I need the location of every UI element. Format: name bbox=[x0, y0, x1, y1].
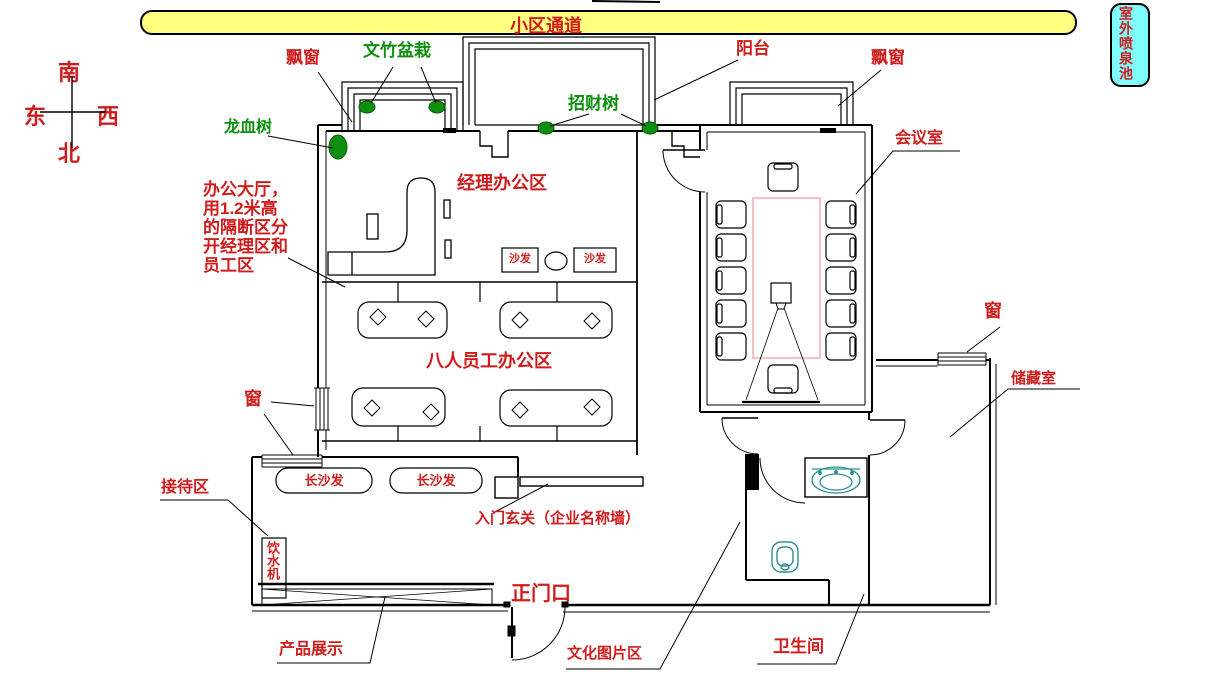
main-door-label: 正门口 bbox=[511, 583, 571, 605]
dragon-blood-tree-plant bbox=[328, 134, 348, 160]
compass-west: 西 bbox=[97, 104, 120, 129]
compass-north: 北 bbox=[58, 141, 81, 166]
hall-note: 办公大厅， 用1.2米高 的隔断区分 开经理区和 员工区 bbox=[203, 180, 288, 275]
window-right-label: 窗 bbox=[984, 301, 1002, 321]
plants bbox=[328, 100, 659, 160]
conference-chairs bbox=[715, 162, 857, 394]
compass-east: 东 bbox=[24, 104, 47, 129]
dragon-blood-tree-label: 龙血树 bbox=[224, 119, 273, 136]
top-edge-mark bbox=[591, 0, 661, 3]
money-tree-plant-2 bbox=[641, 121, 659, 135]
display-cabinet bbox=[258, 582, 494, 606]
bay-window-right bbox=[729, 81, 854, 125]
staff-office-label: 八人员工办公区 bbox=[426, 351, 552, 371]
long-sofa-1-label: 长沙发 bbox=[304, 472, 344, 488]
window-left-label: 窗 bbox=[244, 389, 262, 409]
staff-desk-clusters bbox=[351, 301, 613, 427]
window-hatches bbox=[261, 352, 987, 468]
reception-furniture bbox=[261, 467, 483, 599]
long-sofa-2-label: 长沙发 bbox=[416, 472, 456, 488]
fern-plant-1 bbox=[358, 100, 376, 114]
entrance-hall-label: 入门玄关（企业名称墙） bbox=[475, 510, 641, 527]
fern-plant-2 bbox=[428, 100, 446, 114]
balcony-outline bbox=[462, 36, 656, 126]
community-passage-label: 小区通道 bbox=[510, 16, 582, 36]
balcony-label: 阳台 bbox=[736, 39, 770, 58]
walls bbox=[251, 124, 997, 613]
conference-table bbox=[752, 197, 821, 359]
compass-cross bbox=[40, 76, 106, 148]
community-passage-banner bbox=[140, 10, 1077, 35]
projector-and-screen bbox=[742, 282, 820, 404]
wall-ticks bbox=[443, 128, 836, 133]
partitions bbox=[322, 281, 637, 441]
hall-note-line-4: 开经理区和 bbox=[203, 237, 288, 256]
sofa-right-label: 沙发 bbox=[584, 253, 606, 266]
culture-area-label: 文化图片区 bbox=[567, 645, 643, 662]
product-display-label: 产品展示 bbox=[279, 641, 344, 658]
hall-note-line-1: 办公大厅， bbox=[203, 180, 288, 199]
meeting-room-label: 会议室 bbox=[895, 130, 944, 147]
doors bbox=[503, 149, 906, 661]
money-tree-label: 招财树 bbox=[568, 94, 619, 113]
compass-south: 南 bbox=[58, 60, 81, 85]
leader-lines bbox=[160, 59, 1080, 670]
sofa-left-label: 沙发 bbox=[509, 253, 531, 266]
staff-chairs bbox=[363, 308, 601, 421]
outdoor-fountain-label: 室外喷泉池 bbox=[1118, 6, 1134, 81]
bay-window-left-label: 飘窗 bbox=[286, 48, 320, 67]
bay-window-right-label: 飘窗 bbox=[871, 48, 905, 67]
bathroom-label: 卫生间 bbox=[773, 637, 824, 656]
money-tree-plant-1 bbox=[537, 121, 555, 135]
hall-note-line-3: 的隔断区分 bbox=[203, 218, 288, 237]
storage-room-label: 储藏室 bbox=[1011, 370, 1057, 387]
asparagus-fern-label: 文竹盆栽 bbox=[363, 41, 431, 60]
hall-note-line-5: 员工区 bbox=[203, 256, 254, 275]
reception-label: 接待区 bbox=[161, 479, 210, 496]
outdoor-fountain-box bbox=[1110, 3, 1150, 87]
hall-note-line-2: 用1.2米高 bbox=[203, 199, 278, 218]
toilet-icon bbox=[771, 541, 799, 573]
sink-icon bbox=[811, 466, 861, 494]
water-dispenser-label: 饮水机 bbox=[265, 541, 280, 580]
manager-desk bbox=[327, 177, 452, 276]
manager-sofa-set bbox=[501, 247, 617, 273]
manager-office-label: 经理办公区 bbox=[457, 173, 547, 193]
